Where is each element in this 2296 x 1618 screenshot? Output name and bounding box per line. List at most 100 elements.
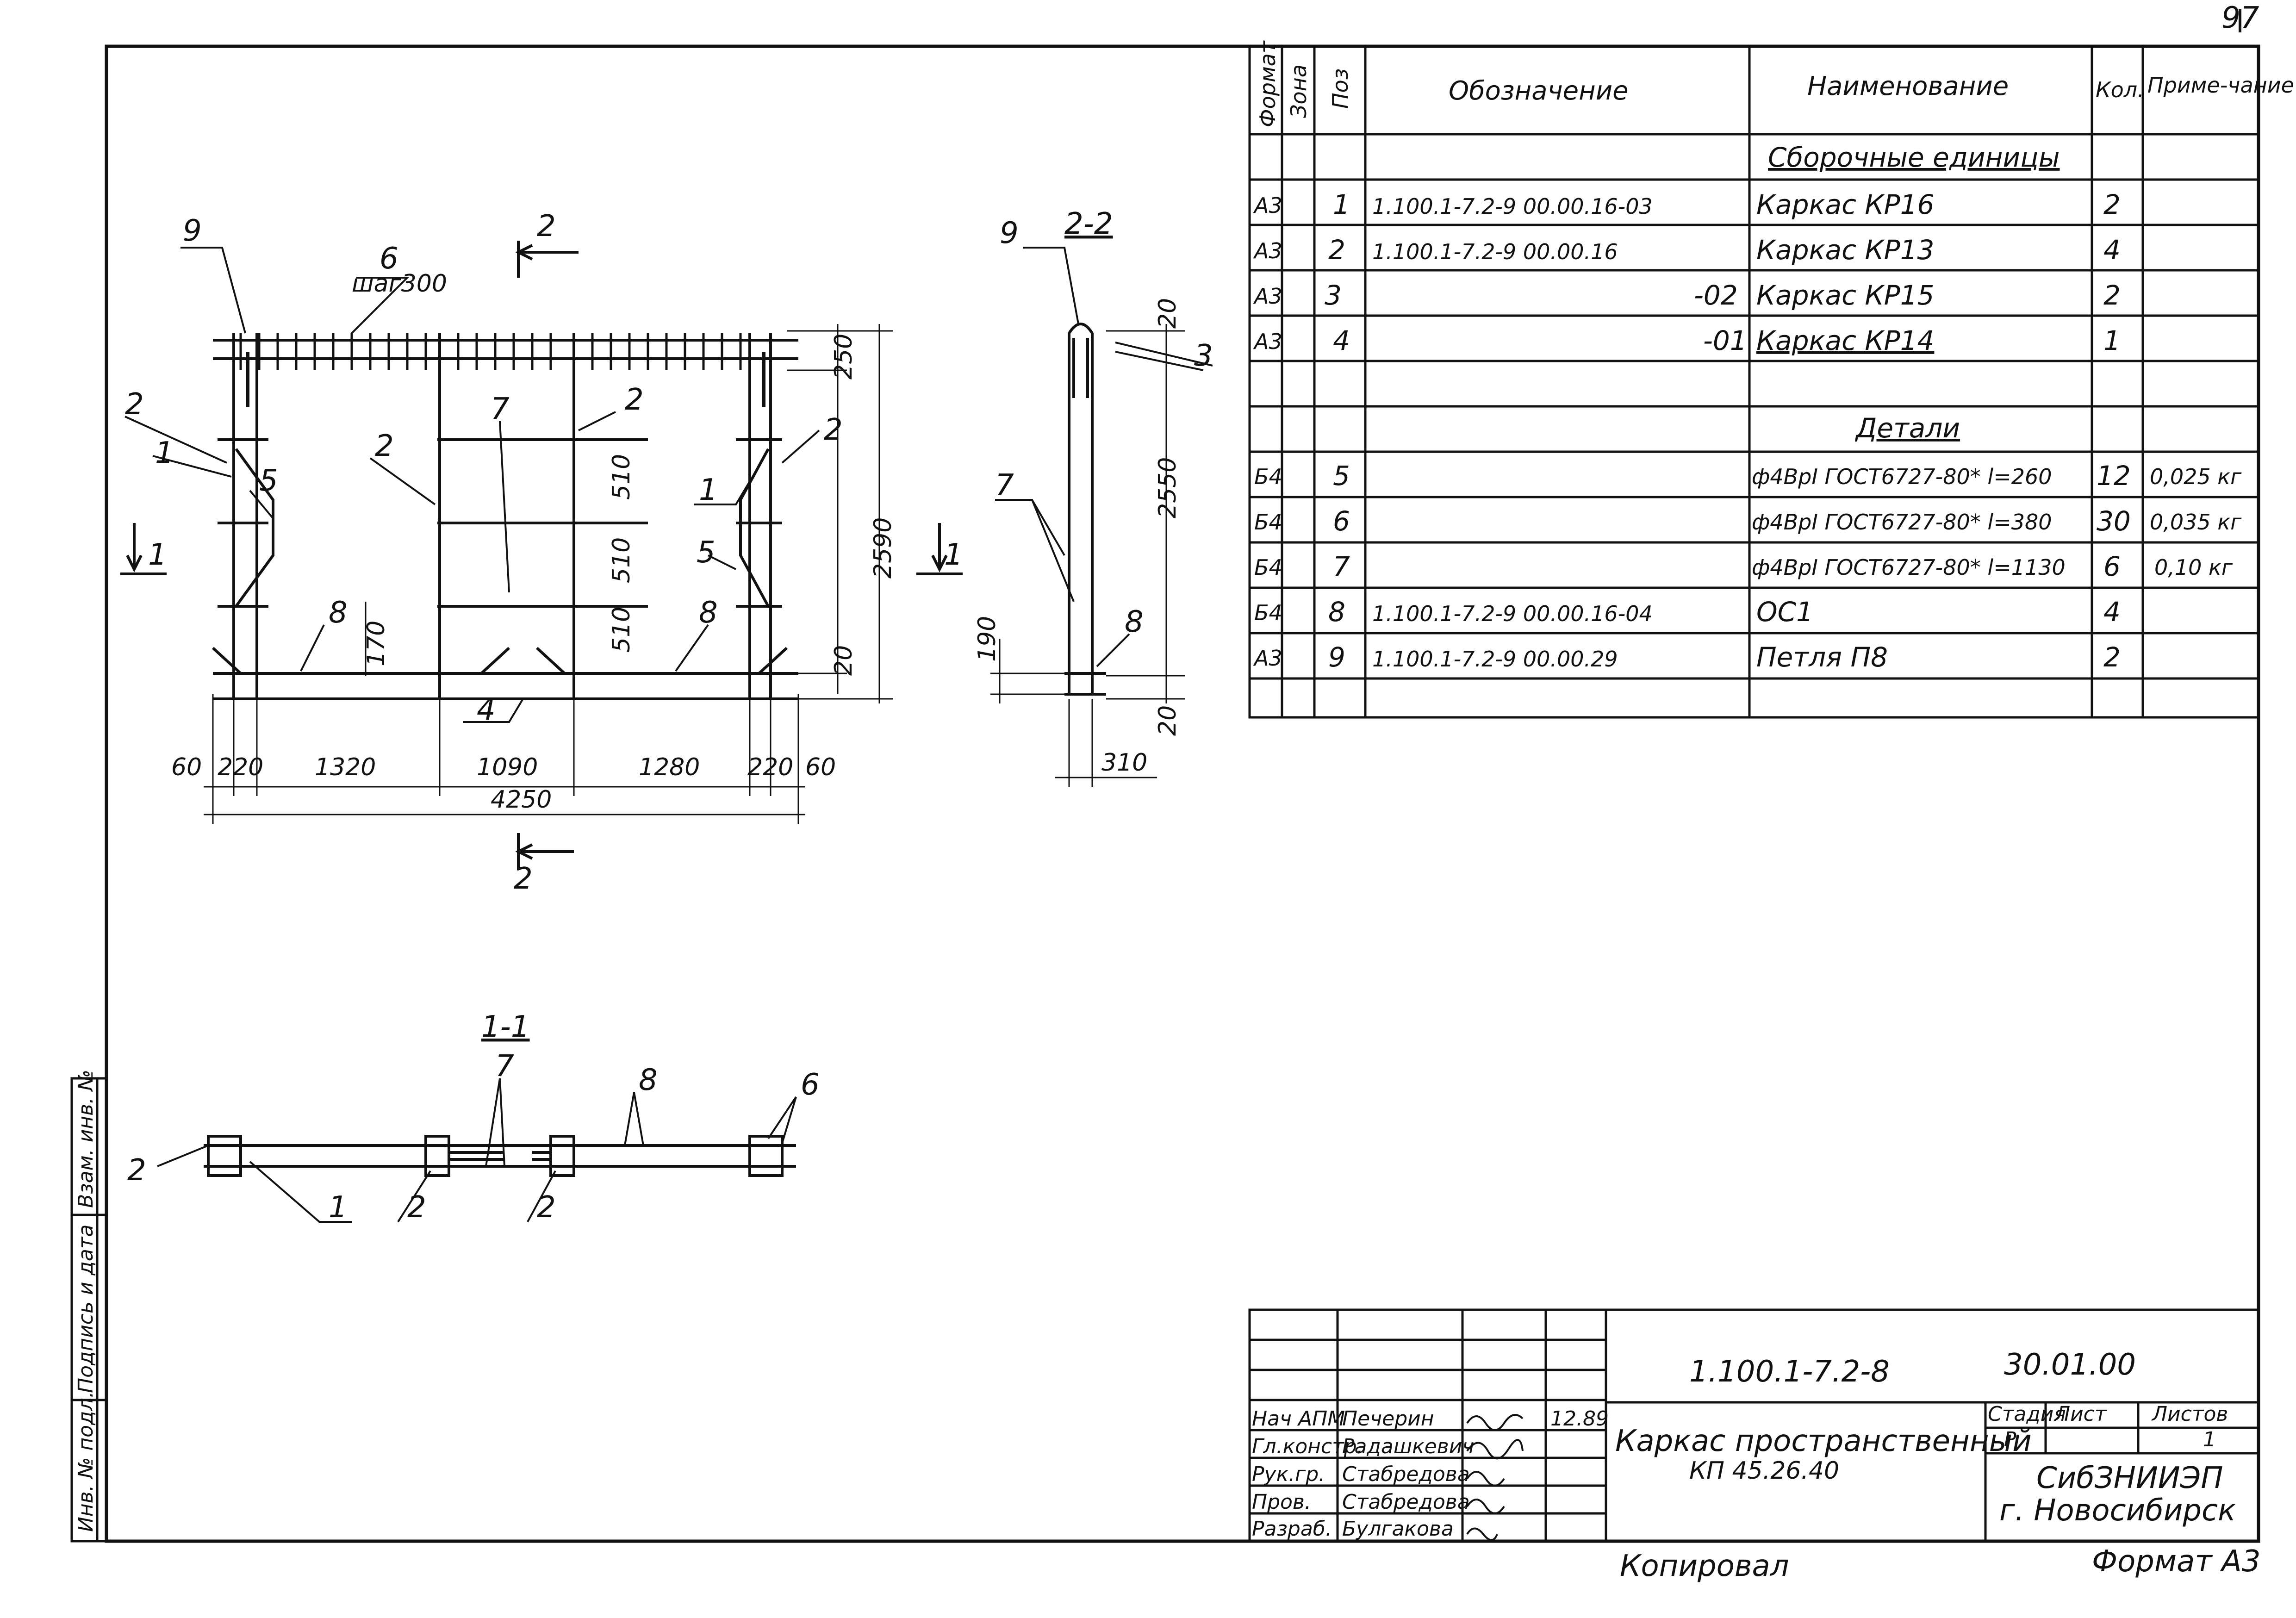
dim-1090: 1090 xyxy=(477,753,538,781)
signature-scribbles xyxy=(1466,1414,1524,1541)
s11-callout-7: 7 xyxy=(495,1049,514,1083)
tb-name-2: Радашкевич xyxy=(1342,1435,1474,1458)
callout-1-b: 1 xyxy=(699,473,718,507)
s11-callout-2-b: 2 xyxy=(537,1190,556,1225)
row2-format: А3 xyxy=(1253,238,1282,263)
dim-60-left: 60 xyxy=(171,753,202,781)
section-markers xyxy=(120,241,963,870)
row3-format: А3 xyxy=(1253,284,1282,309)
dim-1280: 1280 xyxy=(639,753,700,781)
s22-callout-8: 8 xyxy=(1125,605,1144,639)
row3-pos: 3 xyxy=(1325,280,1342,311)
callout-2-d: 2 xyxy=(824,413,843,447)
stamp-replace-label: Взам. инв. № xyxy=(74,1070,98,1208)
callout-2-c: 2 xyxy=(625,383,644,417)
hdr-zone: Зона xyxy=(1286,64,1311,118)
row6-qty: 30 xyxy=(2097,505,2131,537)
s22-dim-20-top: 20 xyxy=(1154,298,1182,329)
hdr-pos: Поз xyxy=(1328,68,1353,109)
hdr-note: Приме-чание xyxy=(2147,73,2294,98)
tb-role-1: Нач АПМ xyxy=(1252,1407,1345,1431)
s22-callout-7: 7 xyxy=(995,468,1014,503)
callout-2-a: 2 xyxy=(125,387,144,422)
s11-callout-6: 6 xyxy=(801,1068,820,1102)
spec-table: Формат Зона Поз Обозначение Наименование… xyxy=(1248,40,2294,719)
row6-pos: 6 xyxy=(1333,505,1350,537)
callout-4-main: 4 xyxy=(477,693,496,727)
format-label: Формат А3 xyxy=(2092,1544,2261,1579)
row2-name: Каркас КР13 xyxy=(1756,234,1934,266)
tb-sheets-value: 1 xyxy=(2203,1428,2216,1451)
callout-8-b: 8 xyxy=(699,596,718,630)
row7-format: Б4 xyxy=(1254,555,1282,580)
dim-510-a: 510 xyxy=(608,454,635,500)
dim-1320: 1320 xyxy=(315,753,376,781)
row9-format: А3 xyxy=(1253,646,1282,671)
row7-qty: 6 xyxy=(2103,551,2121,582)
row9-qty: 2 xyxy=(2103,641,2121,673)
row2-designation: 1.100.1-7.2-9 00.00.16 xyxy=(1372,239,1618,264)
s22-dim-2550: 2550 xyxy=(1154,457,1182,518)
callout-6-main: 6 xyxy=(380,242,398,276)
dim-220-right: 220 xyxy=(747,753,793,781)
section-assemblies: Сборочные единицы xyxy=(1768,142,2060,173)
row9-pos: 9 xyxy=(1328,641,1345,673)
main-step-label: шаг300 xyxy=(352,270,447,298)
section-1-1-title: 1-1 xyxy=(481,1010,530,1044)
row8-format: Б4 xyxy=(1254,600,1282,625)
row4-pos: 4 xyxy=(1333,325,1350,356)
callout-1-a: 1 xyxy=(155,436,174,470)
stamp-inv-label: Инв. № подл. xyxy=(74,1391,98,1532)
dim-60-right: 60 xyxy=(805,753,836,781)
callout-9-main: 9 xyxy=(183,214,202,248)
tb-title-2: КП 45.26.40 xyxy=(1689,1457,1839,1485)
copied-label: Копировал xyxy=(1620,1549,1789,1583)
s22-dim-310: 310 xyxy=(1101,749,1147,777)
callout-5-b: 5 xyxy=(697,535,716,570)
tb-org-2: г. Новосибирск xyxy=(1999,1494,2236,1528)
row3-qty: 2 xyxy=(2103,280,2121,311)
s11-callout-1: 1 xyxy=(329,1190,348,1225)
dim-220-left: 220 xyxy=(218,753,263,781)
row5-note: 0,025 кг xyxy=(2150,464,2242,489)
row5-pos: 5 xyxy=(1333,460,1350,492)
row1-pos: 1 xyxy=(1333,189,1350,220)
section-details: Детали xyxy=(1854,412,1960,444)
dim-170: 170 xyxy=(362,621,390,666)
row6-note: 0,035 кг xyxy=(2150,510,2242,535)
row1-format: А3 xyxy=(1253,193,1282,218)
section-mark-1-right: 1 xyxy=(944,538,963,572)
row2-pos: 2 xyxy=(1328,234,1345,266)
title-block xyxy=(1248,1308,2260,1543)
row8-qty: 4 xyxy=(2103,596,2121,628)
row3-name: Каркас КР15 xyxy=(1756,280,1934,311)
tb-sign-date: 12.89 xyxy=(1550,1407,1609,1431)
s22-dim-190: 190 xyxy=(973,616,1001,662)
sheet-frame xyxy=(105,44,2260,1543)
tb-org-1: СибЗНИИЭП xyxy=(2036,1461,2223,1495)
dim-overall-height: 2590 xyxy=(869,517,897,579)
tb-name-1: Печерин xyxy=(1342,1407,1434,1431)
section-mark-2-bottom: 2 xyxy=(514,862,533,896)
row4-qty: 1 xyxy=(2103,325,2121,356)
tb-role-3: Рук.гр. xyxy=(1252,1462,1325,1486)
dim-overall-width: 4250 xyxy=(491,786,552,814)
stamp-sign-label: Подпись и дата xyxy=(74,1225,98,1393)
tb-doc-code: 1.100.1-7.2-8 xyxy=(1689,1355,1890,1389)
row8-pos: 8 xyxy=(1328,596,1345,628)
s11-callout-2-left: 2 xyxy=(127,1153,146,1188)
row6-format: Б4 xyxy=(1254,510,1282,535)
row8-name: ОС1 xyxy=(1756,596,1813,628)
side-stamp xyxy=(70,1077,108,1543)
hdr-name: Наименование xyxy=(1807,71,2009,101)
tb-stage-value: Р xyxy=(2004,1428,2016,1451)
s11-callout-8: 8 xyxy=(639,1063,658,1097)
tb-name-5: Булгакова xyxy=(1342,1517,1454,1541)
main-view xyxy=(124,247,893,824)
row1-qty: 2 xyxy=(2103,189,2121,220)
row9-name: Петля П8 xyxy=(1756,641,1888,673)
callout-5-a: 5 xyxy=(259,464,278,498)
row3-designation: -02 xyxy=(1694,280,1738,311)
